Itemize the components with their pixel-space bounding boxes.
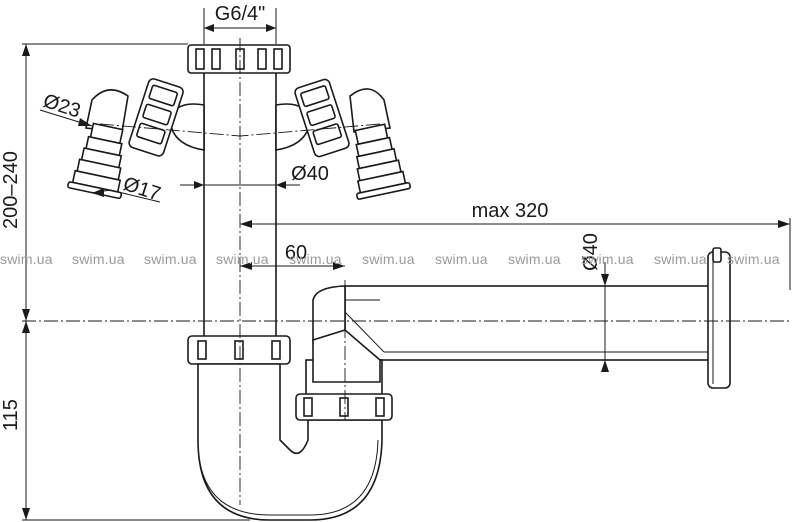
right-riser [305,329,383,399]
dimension-lines [22,8,791,521]
watermark-text: swim.ua [435,251,488,267]
horizontal-pipe-diameter-label: Ø40 [580,233,602,271]
watermark-text: swim.ua [508,251,561,267]
hose-inner-diameter-label: Ø17 [120,173,163,206]
thread-size-label: G6/4" [215,3,265,25]
right-hose-connector [294,78,411,200]
right-union-nut [295,393,393,421]
centerlines [22,38,790,505]
watermark-row: swim.ua swim.ua swim.ua swim.ua swim.ua … [0,251,800,271]
offset-label: 60 [285,242,307,264]
left-hose-connector [67,78,184,200]
horizontal-outlet-pipe [312,285,714,361]
watermark-text: swim.ua [0,251,53,267]
height-lower-label: 115 [0,399,22,431]
watermark-text: swim.ua [581,251,634,267]
watermark-text: swim.ua [72,251,125,267]
hose-outer-diameter-label: Ø23 [40,90,83,123]
watermark-text: swim.ua [144,251,197,267]
wall-flange [707,247,731,389]
watermark-text: swim.ua [289,251,342,267]
max-length-label: max 320 [472,200,549,222]
watermark-text: swim.ua [362,251,415,267]
watermark-text: swim.ua [727,251,780,267]
watermark-text: swim.ua [654,251,707,267]
height-upper-label: 200–240 [0,151,22,229]
top-thread-nut [187,44,291,74]
u-trap-bend [197,363,383,521]
watermark-text: swim.ua [216,251,269,267]
vertical-pipe-diameter-label: Ø40 [291,163,329,185]
lower-pipe-nut [187,335,291,365]
